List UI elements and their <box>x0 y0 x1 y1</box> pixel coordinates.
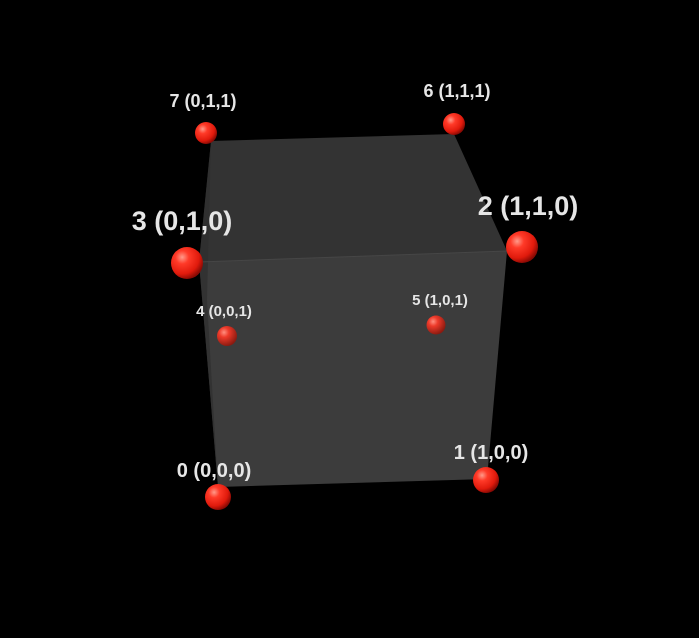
vertex-1: 1 (1,0,0) <box>454 442 528 493</box>
cube-front-face <box>199 251 507 487</box>
vertex-7-sphere <box>195 122 217 144</box>
vertex-4: 4 (0,0,1) <box>196 303 252 346</box>
vertex-0-sphere <box>205 484 231 510</box>
cube <box>198 134 508 487</box>
vertex-5: 5 (1,0,1) <box>412 292 468 335</box>
vertex-1-label: 1 (1,0,0) <box>454 442 528 464</box>
cube-top-face <box>199 134 507 262</box>
vertex-0-label: 0 (0,0,0) <box>177 460 251 482</box>
vertex-3-sphere <box>171 247 203 279</box>
vertex-5-sphere <box>426 315 446 335</box>
vertex-6-sphere <box>443 113 465 135</box>
vertex-6: 6 (1,1,1) <box>423 81 491 135</box>
vertex-3: 3 (0,1,0) <box>132 206 233 279</box>
vertex-7: 7 (0,1,1) <box>169 91 237 144</box>
vertex-6-label: 6 (1,1,1) <box>423 81 490 101</box>
vertex-3-label: 3 (0,1,0) <box>132 206 233 236</box>
vertex-4-label: 4 (0,0,1) <box>196 303 252 320</box>
vertex-5-label: 5 (1,0,1) <box>412 292 468 309</box>
cube-edge <box>198 250 508 263</box>
vertex-0: 0 (0,0,0) <box>177 460 251 510</box>
vertex-1-sphere <box>473 467 499 493</box>
vertex-2-label: 2 (1,1,0) <box>478 191 579 221</box>
vertex-4-sphere <box>217 326 237 346</box>
cube-left-face <box>199 141 218 487</box>
vertex-7-label: 7 (0,1,1) <box>169 91 236 111</box>
vertex-2-sphere <box>506 231 538 263</box>
vertex-2: 2 (1,1,0) <box>478 191 579 263</box>
